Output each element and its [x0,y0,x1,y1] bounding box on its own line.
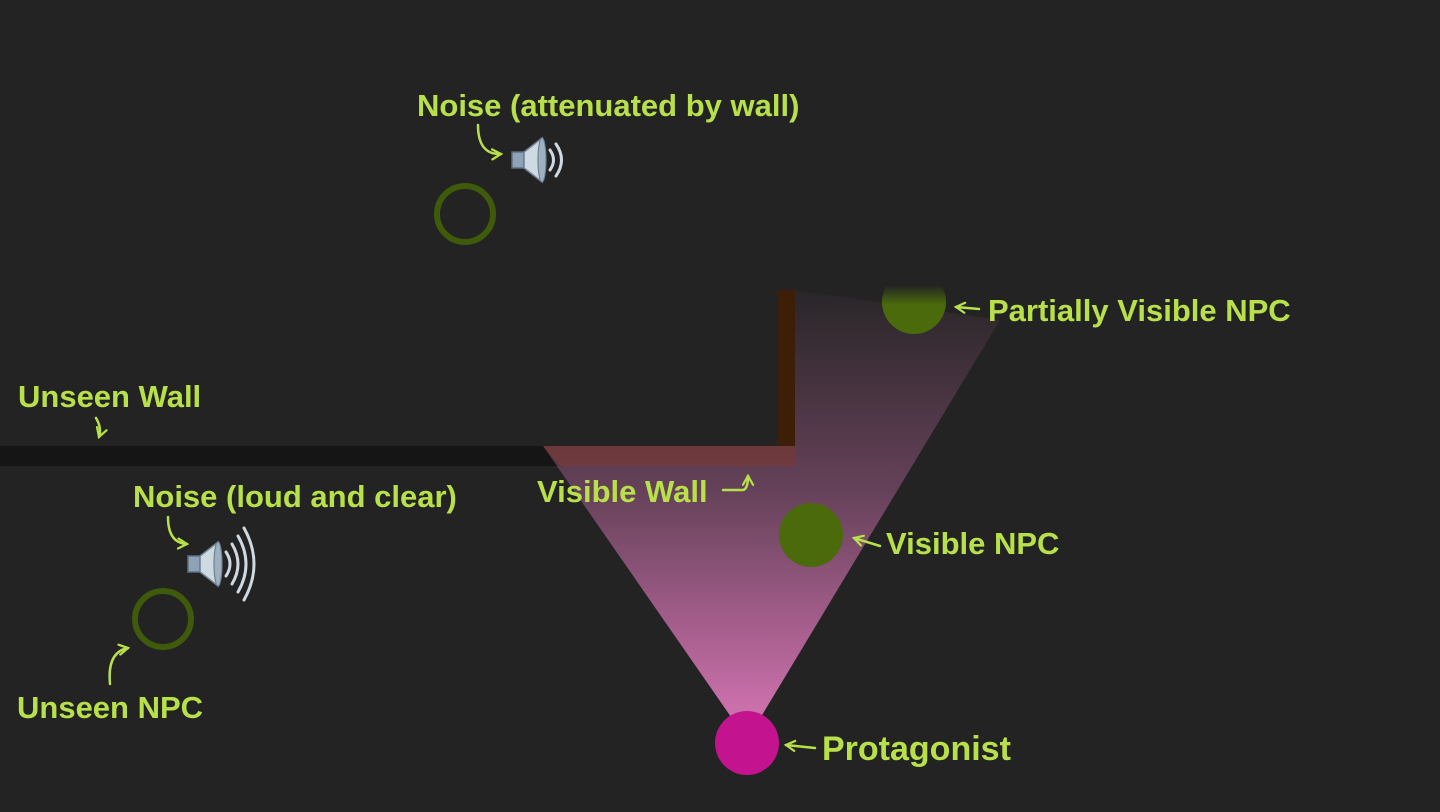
arrow-noise-loud [166,515,190,550]
npc-noise-attenuated [434,183,496,245]
arrow-partially-visible-npc [953,301,981,314]
speaker-icon [511,136,563,184]
unseen-wall [0,446,560,466]
label-unseen-wall: Unseen Wall [18,379,202,414]
visible-wall [543,290,795,466]
arrow-visible-wall [721,473,755,492]
arrow-unseen-npc [108,643,131,686]
protagonist [715,711,779,775]
label-noise-attenuated: Noise (attenuated by wall) [417,88,800,123]
speaker-loud-icon [187,526,256,602]
arrow-noise-attenuated [476,123,504,161]
label-partially-visible-npc: Partially Visible NPC [988,293,1291,328]
arrow-protagonist [783,739,817,752]
arrow-visible-npc [851,534,882,548]
visible-npc [779,503,843,567]
label-protagonist: Protagonist [822,730,1011,768]
unseen-npc [132,588,194,650]
label-unseen-npc: Unseen NPC [17,690,204,725]
vision-cone [543,290,1000,740]
partially-visible-npc [882,285,946,334]
label-visible-wall: Visible Wall [537,474,708,509]
label-visible-npc: Visible NPC [886,526,1060,561]
label-noise-loud: Noise (loud and clear) [133,479,457,514]
arrow-unseen-wall [94,416,108,440]
